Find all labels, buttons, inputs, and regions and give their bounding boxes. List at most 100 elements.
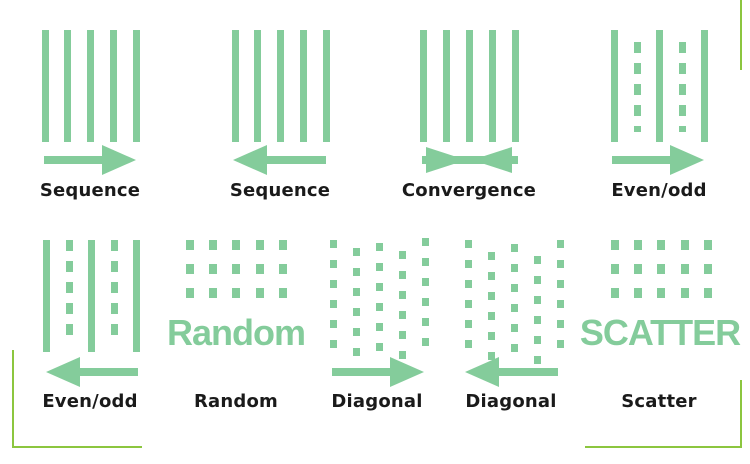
seq-left-line <box>277 30 284 142</box>
diagonal-left-col-dash <box>557 280 564 288</box>
label-diagonal-left: Diagonal <box>465 391 557 412</box>
seq-right-line <box>64 30 71 142</box>
random-dot <box>232 288 240 298</box>
diagonal-right-arrow-head <box>390 357 424 387</box>
scatter-dot <box>704 264 712 274</box>
diagonal-right-col-dash <box>353 328 360 336</box>
random-dot <box>279 240 287 250</box>
seq-right-arrow-shaft <box>44 156 102 164</box>
seq-left-line <box>232 30 239 142</box>
diagonal-left-col-dash <box>557 260 564 268</box>
scatter-dot <box>611 240 619 250</box>
diagonal-left-col-dash <box>534 356 541 364</box>
random-dot <box>279 264 287 274</box>
random-dot <box>186 240 194 250</box>
label-sequence-left: Sequence <box>229 180 331 201</box>
even-odd-left-col1-dash <box>66 324 73 335</box>
random-dot <box>256 288 264 298</box>
label-convergence: Convergence <box>401 180 537 201</box>
even-odd-right-col2-dash <box>679 105 686 116</box>
diagonal-right-col-dash <box>353 348 360 356</box>
diagonal-right-col-dash <box>376 303 383 311</box>
diagonal-right-col-dash <box>330 340 337 348</box>
even-odd-left-col1-dash <box>66 282 73 293</box>
seq-right-line <box>133 30 140 142</box>
even-odd-right-solid <box>611 30 618 142</box>
even-odd-right-col2-dash <box>679 126 686 132</box>
even-odd-left-col2-dash <box>111 261 118 272</box>
even-odd-left-col2-dash <box>111 282 118 293</box>
scatter-dot <box>657 288 665 298</box>
even-odd-right-solid <box>701 30 708 142</box>
even-odd-right-col2-dash <box>679 84 686 95</box>
diagonal-left-col-dash <box>511 324 518 332</box>
seq-left-line <box>300 30 307 142</box>
even-odd-right-col1-dash <box>634 42 641 53</box>
diagonal-left-col-dash <box>465 340 472 348</box>
even-odd-right-col1-dash <box>634 63 641 74</box>
diagonal-right-col-dash <box>353 248 360 256</box>
diagonal-right-col-dash <box>422 338 429 346</box>
convergence-line <box>512 30 519 142</box>
convergence-line <box>466 30 473 142</box>
diagonal-right-col-dash <box>376 283 383 291</box>
even-odd-left-col1-dash <box>66 240 73 251</box>
even-odd-left-col2-dash <box>111 240 118 251</box>
random-dot <box>186 264 194 274</box>
even-odd-left-solid <box>133 240 140 352</box>
diagonal-right-col-dash <box>353 288 360 296</box>
diagonal-right-col-dash <box>422 298 429 306</box>
diagonal-right-col-dash <box>330 320 337 328</box>
seq-left-arrow-shaft <box>267 156 326 164</box>
diagonal-left-col-dash <box>557 240 564 248</box>
scatter-dot <box>634 240 642 250</box>
diagonal-left-col-dash <box>557 320 564 328</box>
random-dot <box>186 288 194 298</box>
even-odd-right-arrow-head <box>670 145 704 175</box>
label-even-odd-right: Even/odd <box>611 180 707 201</box>
diagonal-left-col-dash <box>465 240 472 248</box>
frame-corner-bottom-right-vertical <box>740 380 742 448</box>
diagonal-right-col-dash <box>353 268 360 276</box>
even-odd-right-col1-dash <box>634 105 641 116</box>
diagonal-right-col-dash <box>376 323 383 331</box>
even-odd-left-col2-dash <box>111 324 118 335</box>
convergence-head-left <box>472 147 512 173</box>
diagonal-right-col-dash <box>330 240 337 248</box>
diagonal-right-col-dash <box>399 311 406 319</box>
even-odd-right-col1-dash <box>634 126 641 132</box>
scatter-word: SCATTER <box>579 312 741 353</box>
scatter-dot <box>681 264 689 274</box>
scatter-dot <box>611 288 619 298</box>
diagonal-right-col-dash <box>399 351 406 359</box>
diagonal-right-col-dash <box>399 251 406 259</box>
frame-corner-bottom-left-vertical <box>12 350 14 448</box>
diagonal-right-col-dash <box>330 260 337 268</box>
label-random: Random <box>193 391 279 412</box>
seq-left-line <box>323 30 330 142</box>
label-diagonal-right: Diagonal <box>331 391 423 412</box>
random-dot <box>232 264 240 274</box>
scatter-dot <box>681 288 689 298</box>
seq-right-line <box>42 30 49 142</box>
scatter-dot <box>634 288 642 298</box>
diagonal-right-col-dash <box>376 343 383 351</box>
diagonal-left-col-dash <box>488 292 495 300</box>
diagonal-left-col-dash <box>488 272 495 280</box>
diagonal-right-col-dash <box>330 280 337 288</box>
even-odd-right-col1-dash <box>634 84 641 95</box>
diagonal-left-col-dash <box>511 344 518 352</box>
random-dot <box>232 240 240 250</box>
even-odd-right-solid <box>656 30 663 142</box>
convergence-head-right <box>426 147 466 173</box>
diagonal-right-col-dash <box>376 263 383 271</box>
diagonal-left-col-dash <box>557 340 564 348</box>
seq-right-line <box>110 30 117 142</box>
scatter-dot <box>611 264 619 274</box>
convergence-line <box>489 30 496 142</box>
even-odd-left-solid <box>43 240 50 352</box>
even-odd-left-col1-dash <box>66 303 73 314</box>
diagonal-left-col-dash <box>511 244 518 252</box>
even-odd-left-arrow-shaft <box>80 368 138 376</box>
